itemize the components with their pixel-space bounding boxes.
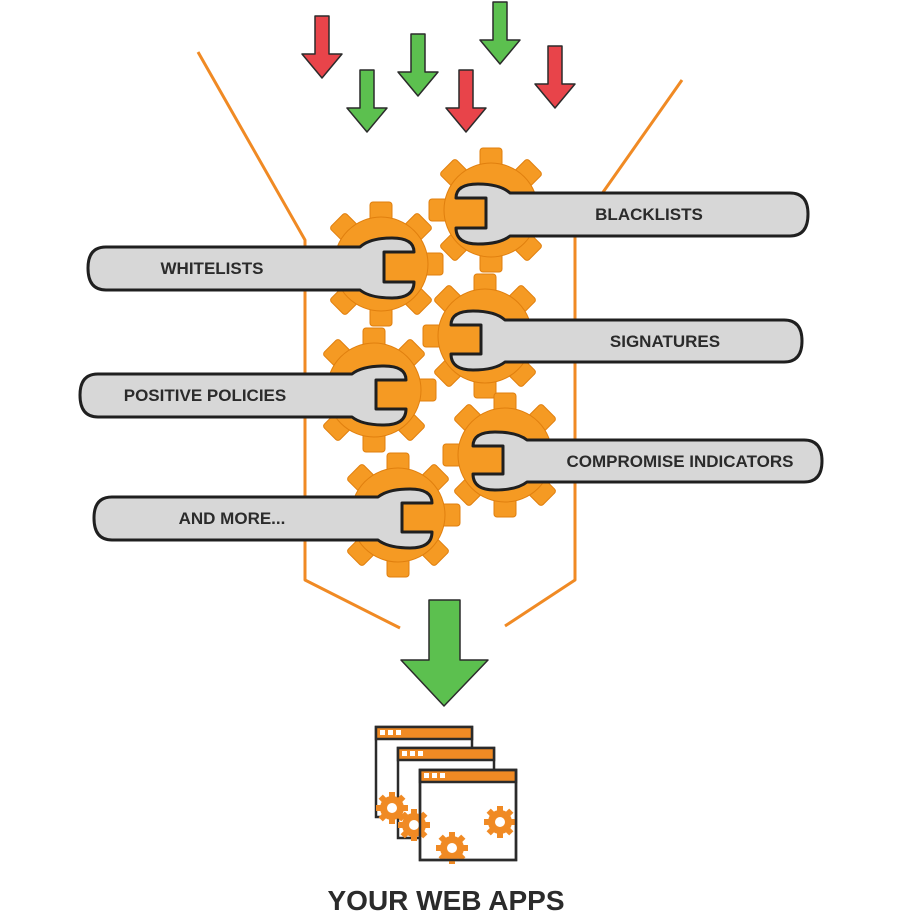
gear-icon [376, 792, 408, 824]
wrench-label-positive-policies: POSITIVE POLICIES [124, 386, 286, 405]
green-down-arrow-icon [479, 1, 521, 65]
wrench-blacklists: BLACKLISTS [454, 182, 810, 246]
wrench-compromise-indicators: COMPROMISE INDICATORS [471, 430, 824, 492]
green-down-arrow-icon [346, 69, 388, 133]
wrenches: BLACKLISTS WHITELISTS SIGNATURES POSITIV… [78, 182, 824, 550]
gear-icon [398, 809, 430, 841]
incoming-arrows [301, 1, 576, 133]
wrench-label-signatures: SIGNATURES [610, 332, 720, 351]
wrench-whitelists: WHITELISTS [86, 236, 416, 300]
wrench-label-and-more: AND MORE... [179, 509, 286, 528]
gear-icon [484, 806, 516, 838]
wrench-label-compromise-indicators: COMPROMISE INDICATORS [567, 452, 794, 471]
red-down-arrow-icon [445, 69, 487, 133]
wrench-label-whitelists: WHITELISTS [161, 259, 264, 278]
wrench-label-blacklists: BLACKLISTS [595, 205, 703, 224]
wrench-signatures: SIGNATURES [449, 309, 804, 372]
red-down-arrow-icon [534, 45, 576, 109]
browser-windows-icon [374, 725, 518, 864]
green-down-arrow-icon [397, 33, 439, 97]
footer-label: YOUR WEB APPS [328, 885, 565, 916]
big-green-down-arrow-icon [400, 599, 489, 707]
wrench-and-more: AND MORE... [92, 487, 434, 550]
red-down-arrow-icon [301, 15, 343, 79]
wrench-positive-policies: POSITIVE POLICIES [78, 364, 408, 427]
